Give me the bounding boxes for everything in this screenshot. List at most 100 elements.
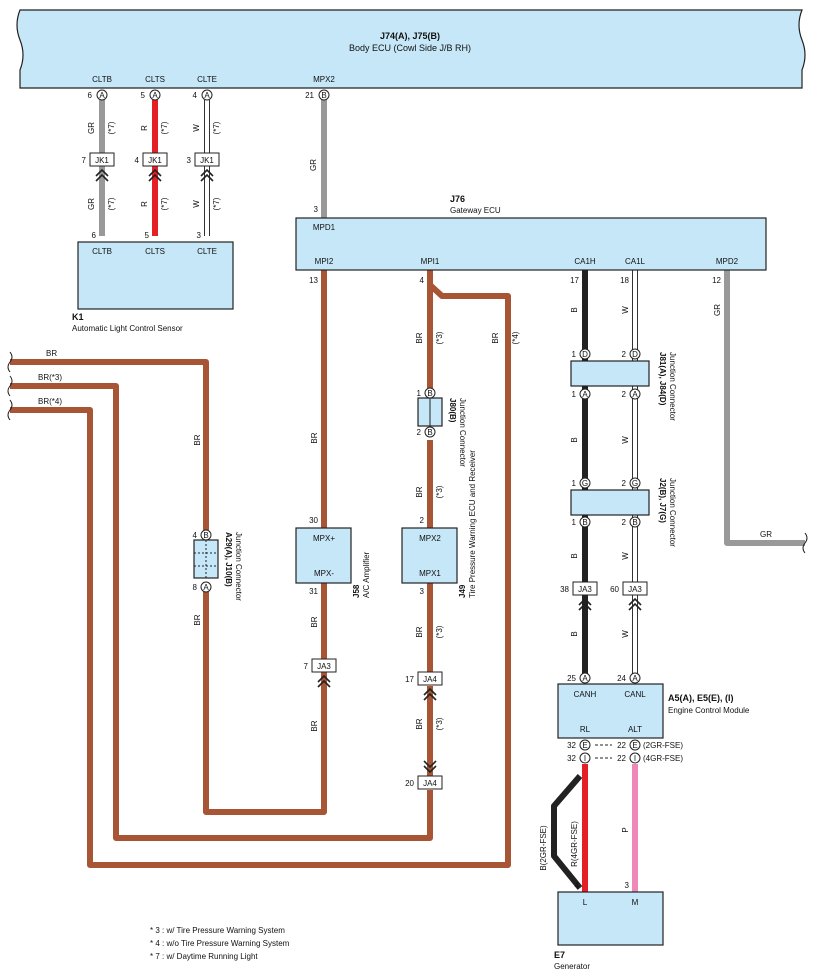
lbl-r-clts-2: R xyxy=(140,201,149,207)
svg-text:2: 2 xyxy=(622,350,627,359)
svg-text:D: D xyxy=(582,350,588,359)
svg-text:JA3: JA3 xyxy=(628,585,642,594)
a29-junction: B A 4 8 A29(A), J10(B) Junction Connecto… xyxy=(193,529,243,601)
svg-text:E: E xyxy=(582,741,587,750)
svg-text:A: A xyxy=(99,91,105,100)
svg-text:21: 21 xyxy=(305,91,314,100)
lbl-br-mpi1-b: BR xyxy=(491,332,500,343)
ecm-desc: Engine Control Module xyxy=(668,706,750,715)
lbl-b-2gr-fse: B(2GR-FSE) xyxy=(539,825,548,871)
svg-text:B: B xyxy=(427,428,432,437)
j58-desc: A/C Amplifier xyxy=(362,551,371,598)
lbl-br-j58-2: BR xyxy=(310,720,319,731)
svg-text:A: A xyxy=(632,390,638,399)
svg-text:M: M xyxy=(632,898,639,907)
svg-text:12: 12 xyxy=(712,276,721,285)
j80-id: J80(B) xyxy=(448,398,457,423)
svg-text:ALT: ALT xyxy=(628,725,642,734)
svg-text:MPD2: MPD2 xyxy=(716,257,739,266)
wire-br-a29-lower xyxy=(203,592,327,815)
svg-text:CANH: CANH xyxy=(574,690,597,699)
wire-br4-loop xyxy=(10,282,511,868)
svg-text:(4GR-FSE): (4GR-FSE) xyxy=(643,754,683,763)
lbl-n3-ja4: (*3) xyxy=(435,717,444,730)
j2-id: J2(B), J7(G) xyxy=(658,478,667,523)
svg-text:2: 2 xyxy=(622,390,627,399)
lbl-br-a29-bot: BR xyxy=(193,614,202,625)
gateway-ecu: J76 Gateway ECU 3 MPD1 MPI2 MPI1 CA1H CA… xyxy=(295,194,767,285)
body-ecu: J74(A), J75(B) Body ECU (Cowl Side J/B R… xyxy=(16,9,806,89)
svg-text:38: 38 xyxy=(560,585,569,594)
body-ecu-id: J74(A), J75(B) xyxy=(380,31,440,41)
lbl-w-ca1l-3: W xyxy=(621,552,630,560)
body-ecu-desc: Body ECU (Cowl Side J/B RH) xyxy=(349,43,471,53)
lbl-n3-mpi1: (*3) xyxy=(435,331,444,344)
lbl-b-ca1h-3: B xyxy=(570,553,579,558)
a29-id: A29(A), J10(B) xyxy=(224,532,233,587)
body-ecu-pins: A 6 A 5 A 4 B 21 xyxy=(88,89,330,101)
svg-text:4: 4 xyxy=(193,531,198,540)
wire-break-marks xyxy=(7,351,808,554)
k1-sensor: CLTB CLTS CLTE 6 5 3 K1 Automatic Light … xyxy=(72,231,234,333)
lbl-n7-cltb-1: (*7) xyxy=(107,121,116,134)
svg-text:32: 32 xyxy=(567,754,576,763)
svg-text:JK1: JK1 xyxy=(95,156,109,165)
svg-text:B: B xyxy=(321,91,326,100)
j81-desc: Junction Connector xyxy=(668,352,677,421)
j2-desc: Junction Connector xyxy=(668,478,677,547)
svg-text:G: G xyxy=(582,479,588,488)
j80-desc: Junction Connector xyxy=(458,398,467,467)
svg-text:4: 4 xyxy=(575,881,580,890)
svg-text:7: 7 xyxy=(304,662,309,671)
svg-text:RL: RL xyxy=(580,725,591,734)
svg-text:A: A xyxy=(582,390,588,399)
svg-text:17: 17 xyxy=(570,276,579,285)
svg-text:A: A xyxy=(203,583,209,592)
svg-text:3: 3 xyxy=(187,156,192,165)
svg-text:13: 13 xyxy=(309,276,318,285)
j81-junction: D D 1 2 A A 1 2 J81(A), J84(D) Junction … xyxy=(570,348,677,421)
lbl-n7-clts-1: (*7) xyxy=(160,121,169,134)
svg-text:JA4: JA4 xyxy=(423,779,437,788)
svg-text:B: B xyxy=(632,518,637,527)
wire-gr-mpd2 xyxy=(724,270,805,546)
svg-text:5: 5 xyxy=(145,231,150,240)
lbl-r-4gr-fse: R(4GR-FSE) xyxy=(570,821,579,867)
svg-text:2: 2 xyxy=(417,428,422,437)
ecm-id: A5(A), E5(E), (I) xyxy=(668,693,734,703)
svg-text:A: A xyxy=(582,674,588,683)
svg-text:24: 24 xyxy=(617,674,626,683)
svg-text:6: 6 xyxy=(92,231,97,240)
j49-id: J49 xyxy=(458,584,467,598)
j80-junction: B B 1 2 J80(B) Junction Connector xyxy=(417,387,467,467)
lbl-gr-mpd2: GR xyxy=(713,304,722,316)
lbl-n7-clte-1: (*7) xyxy=(212,121,221,134)
lbl-gr-mpx2: GR xyxy=(309,159,318,171)
svg-text:MPX-: MPX- xyxy=(314,569,334,578)
lbl-n3-j49-ja4: (*3) xyxy=(435,625,444,638)
svg-text:1: 1 xyxy=(572,479,577,488)
svg-text:JA3: JA3 xyxy=(578,585,592,594)
svg-text:B: B xyxy=(427,389,432,398)
svg-text:32: 32 xyxy=(567,741,576,750)
svg-text:31: 31 xyxy=(309,587,318,596)
lbl-br3: BR(*3) xyxy=(38,373,62,382)
svg-text:2: 2 xyxy=(622,479,627,488)
svg-text:5: 5 xyxy=(141,91,146,100)
svg-text:E: E xyxy=(632,741,637,750)
svg-text:1: 1 xyxy=(572,350,577,359)
gateway-desc: Gateway ECU xyxy=(450,206,501,215)
svg-text:CANL: CANL xyxy=(624,690,646,699)
svg-text:JA4: JA4 xyxy=(423,675,437,684)
svg-text:2: 2 xyxy=(622,518,627,527)
svg-text:CA1L: CA1L xyxy=(625,257,646,266)
wire-br-main xyxy=(10,359,209,530)
gateway-id: J76 xyxy=(450,194,465,204)
lbl-gr-cltb-1: GR xyxy=(87,122,96,134)
k1-pin-clts: CLTS xyxy=(145,247,165,256)
svg-text:2: 2 xyxy=(420,516,425,525)
svg-text:I: I xyxy=(634,754,636,763)
j2-junction: G G 1 2 B B 1 2 J2(B), J7(G) Junction Co… xyxy=(570,477,677,547)
lbl-n4-mpi1: (*4) xyxy=(511,331,520,344)
